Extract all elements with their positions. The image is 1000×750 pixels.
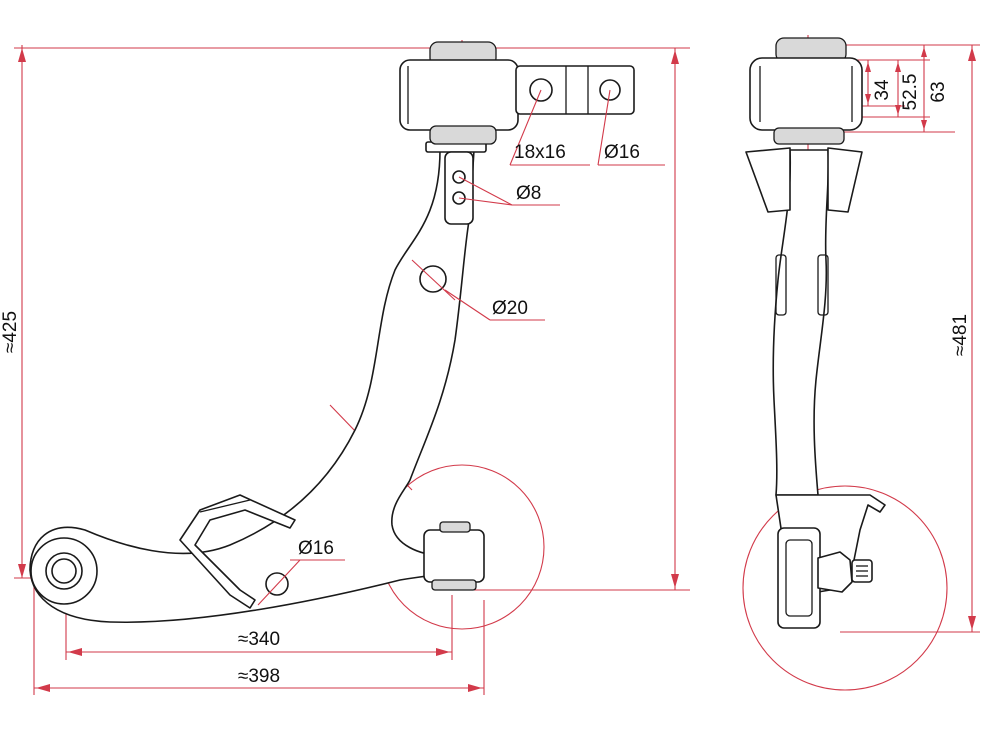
front-view-part [29,41,635,624]
bushing-34-label: 34 [872,79,893,101]
side-view-dimensions [807,35,980,633]
front-view-dimensions [14,40,690,695]
slot-callout: 18x16 [514,142,566,163]
side-view-part [745,37,886,629]
lower-hole-callout: Ø16 [298,538,334,559]
side-height-label: ≈481 [950,314,971,356]
labels: ≈425 ≈340 ≈398 ≈481 34 52.5 63 18x16 Ø16… [0,74,971,687]
span-inner-label: ≈340 [238,629,280,650]
mid-hole-callout: Ø20 [492,298,528,319]
side-detail-circle [742,485,948,691]
small-holes-callout: Ø8 [516,183,541,204]
bushing-52-5-label: 52.5 [900,74,921,111]
span-outer-label: ≈398 [238,666,280,687]
bracket-hole-callout: Ø16 [604,142,640,163]
front-callout-leaders [290,89,665,561]
front-height-label: ≈425 [0,311,21,353]
bushing-63-label: 63 [928,81,949,102]
